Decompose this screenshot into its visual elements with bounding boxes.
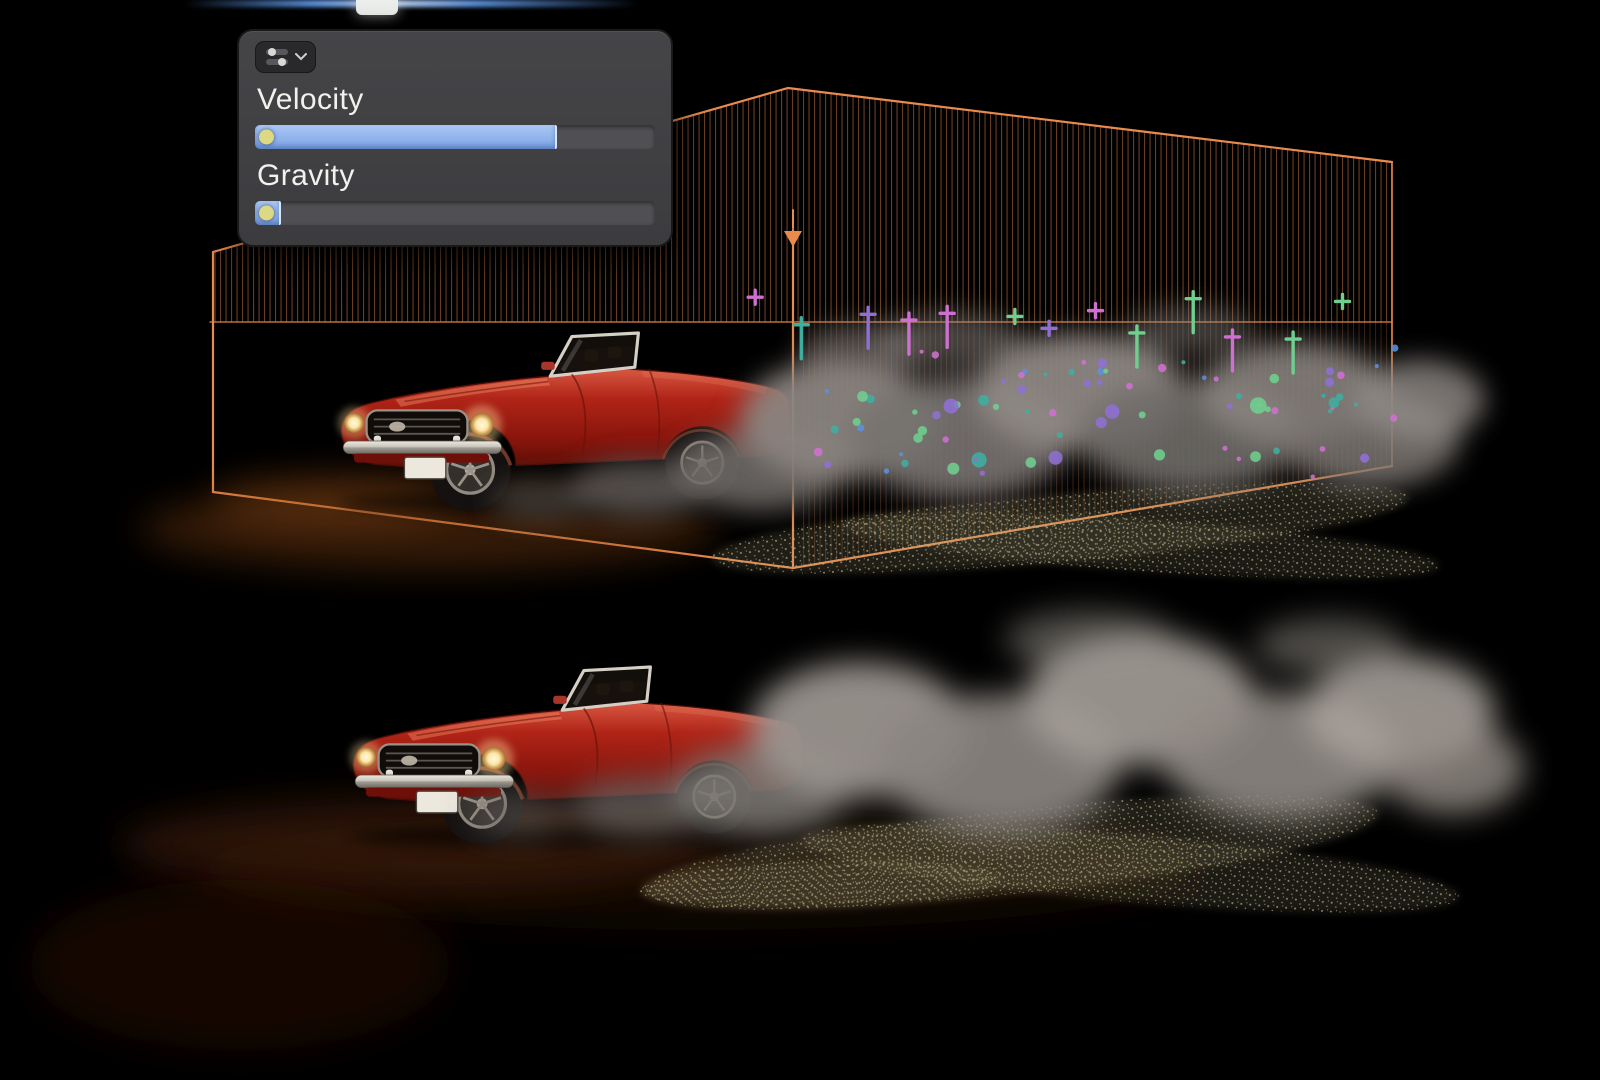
ground-patches-render [640,795,1459,913]
velocity-slider-fill [255,125,557,149]
warm-floor-glow [210,475,450,525]
window-top-glow [185,0,640,7]
gravity-slider[interactable] [255,201,655,225]
velocity-label: Velocity [257,83,364,116]
smoke-plume-render [470,610,1524,837]
gravity-label: Gravity [257,159,355,192]
ground-patches-simulation [711,482,1440,579]
sliders-icon [266,48,288,66]
physics-settings-panel: Velocity Gravity [237,29,673,247]
velocity-slider-handle[interactable] [259,129,274,145]
simulation-view [140,86,1485,579]
window-top-tab [356,0,398,15]
warm-floor-glow [120,797,720,893]
velocity-control: Velocity [255,83,655,149]
render-view [30,610,1524,1050]
particle-field [813,344,1399,479]
smoke-plume-simulation [490,306,1485,520]
force-field-markers [746,288,1352,375]
velocity-slider[interactable] [255,125,655,149]
gravity-slider-handle[interactable] [259,205,274,221]
presets-icon[interactable] [255,41,316,73]
gizmo-arrow-icon [784,231,802,247]
gravity-control: Gravity [255,159,655,225]
chevron-down-icon [295,53,307,61]
warm-floor-glow [30,880,450,1050]
